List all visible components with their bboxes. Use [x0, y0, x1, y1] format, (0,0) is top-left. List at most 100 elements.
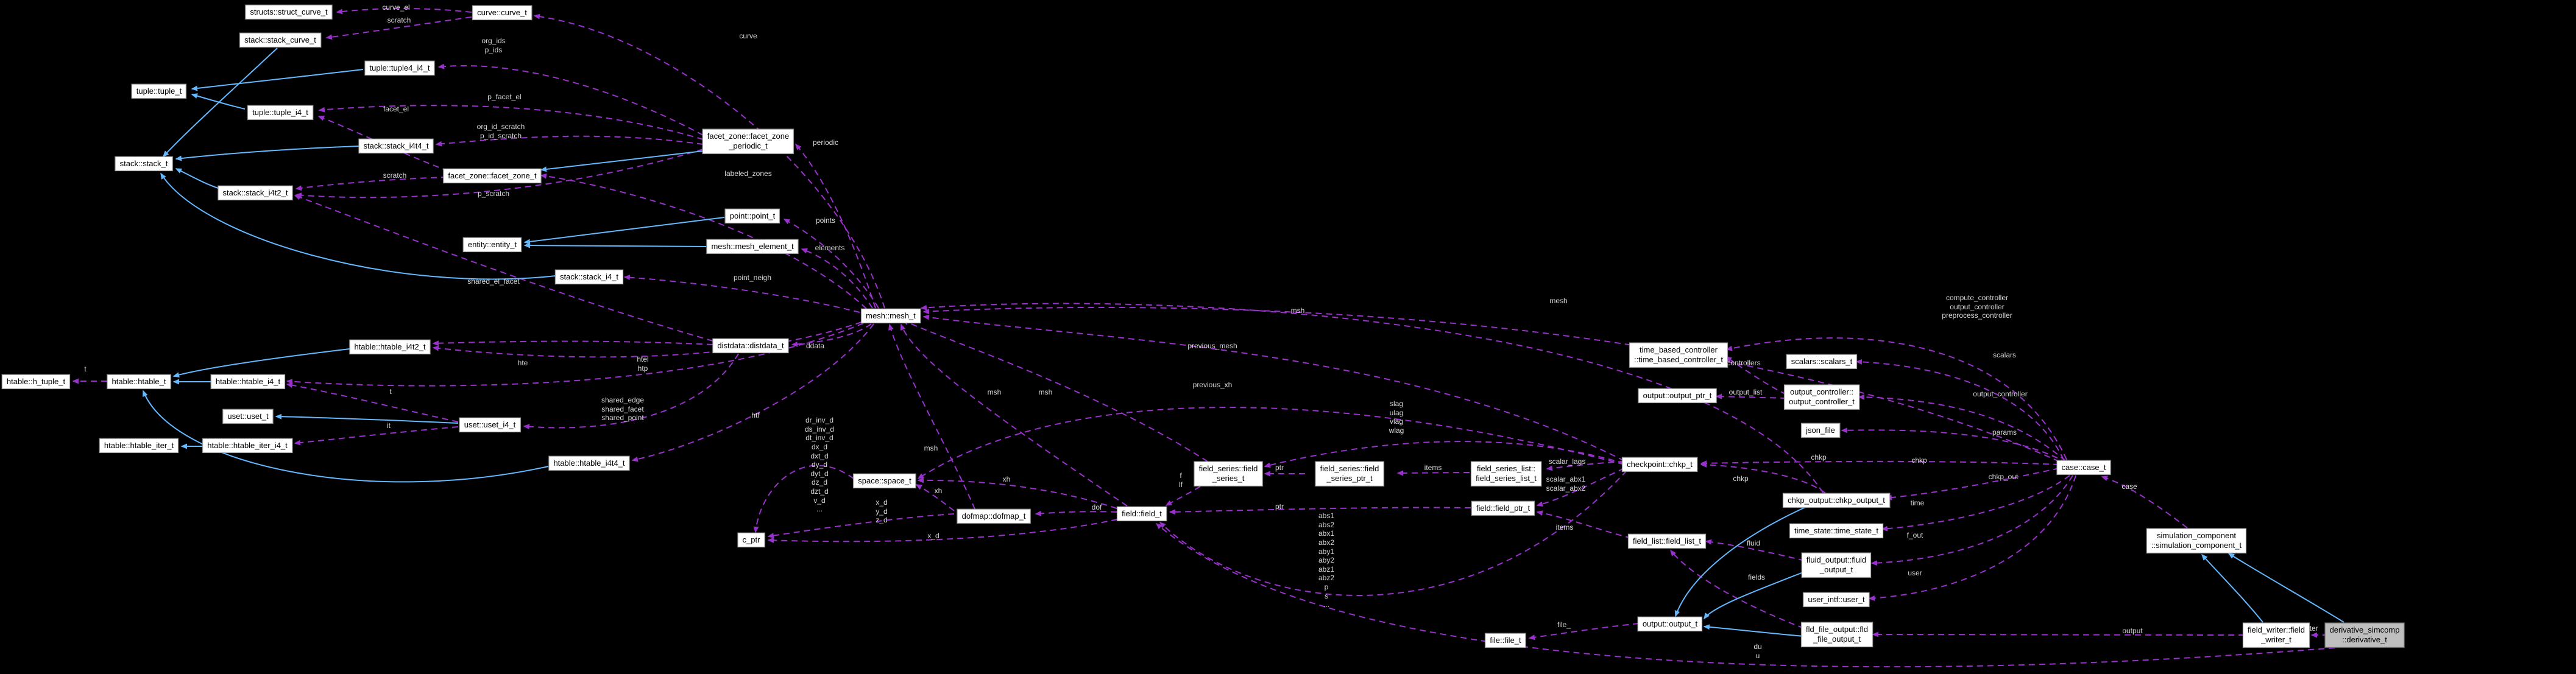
edge-uset-i4-to-htable-i4 — [286, 382, 459, 423]
edge-label: fluid — [1746, 539, 1761, 547]
node-stack[interactable]: stack::stack_t — [115, 156, 173, 172]
edge-field-series-list-to-field-series-ptr — [1396, 470, 1470, 476]
node-case[interactable]: case::case_t — [2056, 460, 2111, 476]
node-field[interactable]: field::field_t — [1117, 506, 1167, 522]
edge-checkpoint-to-field-ptr — [1536, 468, 1625, 507]
node-simcomp[interactable]: simulation_component ::simulation_compon… — [2146, 528, 2247, 553]
node-stack-i4[interactable]: stack::stack_i4_t — [554, 269, 624, 285]
node-h-tuple[interactable]: htable::h_tuple_t — [1, 374, 71, 390]
node-fluid-output[interactable]: fluid_output::fluid _output_t — [1801, 552, 1872, 578]
edge-chkp-output-to-checkpoint — [1700, 462, 1826, 494]
node-derivative[interactable]: derivative_simcomp ::derivative_t — [2324, 622, 2405, 648]
node-field-series-ptr[interactable]: field_series::field _series_ptr_t — [1315, 461, 1384, 486]
edge-label: labeled_zones — [724, 169, 772, 178]
edge-mesh-to-mesh-element — [801, 248, 873, 309]
node-json-file[interactable]: json_file — [1801, 423, 1840, 438]
edge-label: params — [1992, 428, 2017, 437]
edge-label: items — [1555, 523, 1574, 532]
node-htable-i4t2[interactable]: htable::htable_i4t2_t — [349, 339, 431, 355]
node-struct-curve[interactable]: structs::struct_curve_t — [245, 4, 333, 20]
edge-mesh-to-facet-zone — [540, 173, 867, 309]
node-entity[interactable]: entity::entity_t — [462, 237, 522, 253]
node-user-intf[interactable]: user_intf::user_t — [1803, 592, 1870, 608]
node-time-state[interactable]: time_state::time_state_t — [1789, 523, 1884, 539]
edge-derivative-to-field — [1155, 523, 2335, 668]
node-file[interactable]: file::file_t — [1485, 633, 1526, 648]
edge-case-to-user-intf — [1868, 475, 2076, 601]
node-checkpoint[interactable]: checkpoint::chkp_t — [1622, 457, 1697, 472]
edge-case-to-scalars — [1855, 359, 2064, 460]
edge-label: points — [815, 216, 836, 225]
edge-label: msh — [1290, 306, 1305, 315]
edge-fld-file-output-to-output-t — [1703, 624, 1805, 637]
node-fld-file-output[interactable]: fld_file_output::fld _file_output_t — [1801, 622, 1873, 647]
edge-label: items — [1424, 463, 1442, 472]
edge-periodic-to-stack-i4t4 — [435, 135, 704, 147]
edge-label: output — [2122, 627, 2143, 635]
node-uset[interactable]: uset::uset_t — [222, 409, 274, 424]
node-field-writer[interactable]: field_writer::field _writer_t — [2243, 622, 2310, 648]
edge-label: output_list — [1729, 388, 1763, 396]
edge-mesh-to-htable-i4t4 — [631, 323, 874, 462]
node-facet-zone-periodic[interactable]: facet_zone::facet_zone _periodic_t — [702, 128, 794, 154]
node-field-series[interactable]: field_series::field _series_t — [1194, 461, 1263, 486]
node-tuple[interactable]: tuple::tuple_t — [131, 83, 187, 99]
edge-label: dr_inv_d ds_inv_d dt_inv_d dx_d dxt_d dy… — [804, 416, 835, 514]
edge-label: chkp — [1911, 456, 1927, 465]
edge-stack-i4t4-to-stack — [175, 146, 360, 161]
node-uset-i4[interactable]: uset::uset_i4_t — [459, 417, 521, 433]
node-mesh[interactable]: mesh::mesh_t — [861, 308, 921, 324]
node-facet-zone[interactable]: facet_zone::facet_zone_t — [443, 168, 542, 184]
node-output-controller[interactable]: output_controller:: output_controller_t — [1784, 384, 1859, 410]
node-space[interactable]: space::space_t — [853, 473, 916, 489]
edge-fluid-output-to-output-t — [1704, 571, 1805, 620]
node-field-series-list[interactable]: field_series_list:: field_series_list_t — [1471, 461, 1541, 486]
edge-label: p_facet_el — [487, 93, 522, 101]
edge-label: scratch — [387, 16, 411, 24]
edge-periodic-to-facet-zone — [540, 150, 704, 172]
edge-label: compute_controller output_controller pre… — [1942, 293, 2012, 320]
edge-label: time — [1910, 499, 1925, 507]
node-tuple-i4[interactable]: tuple::tuple_i4_t — [247, 105, 313, 121]
node-htable-iter-i4[interactable]: htable::htable_iter_i4_t — [202, 438, 292, 454]
node-output-ptr[interactable]: output::output_ptr_t — [1638, 388, 1717, 404]
node-mesh-element[interactable]: mesh::mesh_element_t — [706, 239, 799, 255]
edge-label: f_out — [1906, 531, 1923, 539]
edge-output-controller-to-output-ptr — [1715, 393, 1787, 399]
node-stack-i4t2[interactable]: stack::stack_i4t2_t — [218, 185, 293, 201]
node-tbc[interactable]: time_based_controller ::time_based_contr… — [1629, 342, 1728, 368]
edge-label: shared_el_facet — [467, 277, 520, 286]
edge-chkp-output-to-mesh — [920, 303, 1824, 493]
node-htable-i4t4[interactable]: htable::htable_i4t4_t — [548, 455, 630, 471]
node-distdata[interactable]: distdata::distdata_t — [712, 338, 789, 354]
node-scalars[interactable]: scalars::scalars_t — [1786, 354, 1858, 370]
node-chkp-output[interactable]: chkp_output::chkp_output_t — [1783, 493, 1890, 508]
edge-simcomp-to-case — [2101, 476, 2188, 528]
edge-fluid-output-to-field-list — [1705, 539, 1805, 561]
node-dofmap[interactable]: dofmap::dofmap_t — [957, 508, 1031, 524]
edge-case-to-json-file — [1841, 427, 2067, 463]
edge-label: ptr — [1275, 502, 1284, 511]
edge-label: f lf — [1179, 471, 1183, 489]
edge-label: ptr — [1275, 463, 1284, 472]
node-stack-i4t4[interactable]: stack::stack_i4t4_t — [358, 138, 434, 154]
edge-mesh-to-point — [783, 219, 879, 309]
node-htable[interactable]: htable::htable_t — [107, 374, 171, 390]
node-stack-curve[interactable]: stack::stack_curve_t — [239, 32, 321, 48]
node-field-list[interactable]: field_list::field_list_t — [1628, 533, 1706, 549]
node-output-t[interactable]: output::output_t — [1637, 616, 1703, 632]
node-c-ptr[interactable]: c_ptr — [737, 532, 765, 548]
edge-label: user — [1908, 569, 1922, 577]
node-htable-i4[interactable]: htable::htable_i4_t — [210, 374, 286, 390]
node-point[interactable]: point::point_t — [724, 208, 780, 224]
edge-stack-curve-to-stack — [162, 47, 278, 158]
node-tuple4-i4[interactable]: tuple::tuple4_i4_t — [364, 60, 435, 76]
node-field-ptr[interactable]: field::field_ptr_t — [1471, 500, 1535, 516]
node-htable-iter[interactable]: htable::htable_iter_t — [99, 438, 179, 454]
node-curve[interactable]: curve::curve_t — [472, 5, 532, 21]
edge-tuple-i4-to-tuple — [191, 93, 246, 110]
edge-checkpoint-to-mesh — [922, 314, 1625, 462]
edge-output-controller-to-tbc — [1725, 356, 1787, 395]
edge-periodic-to-tuple-i4 — [318, 105, 704, 140]
